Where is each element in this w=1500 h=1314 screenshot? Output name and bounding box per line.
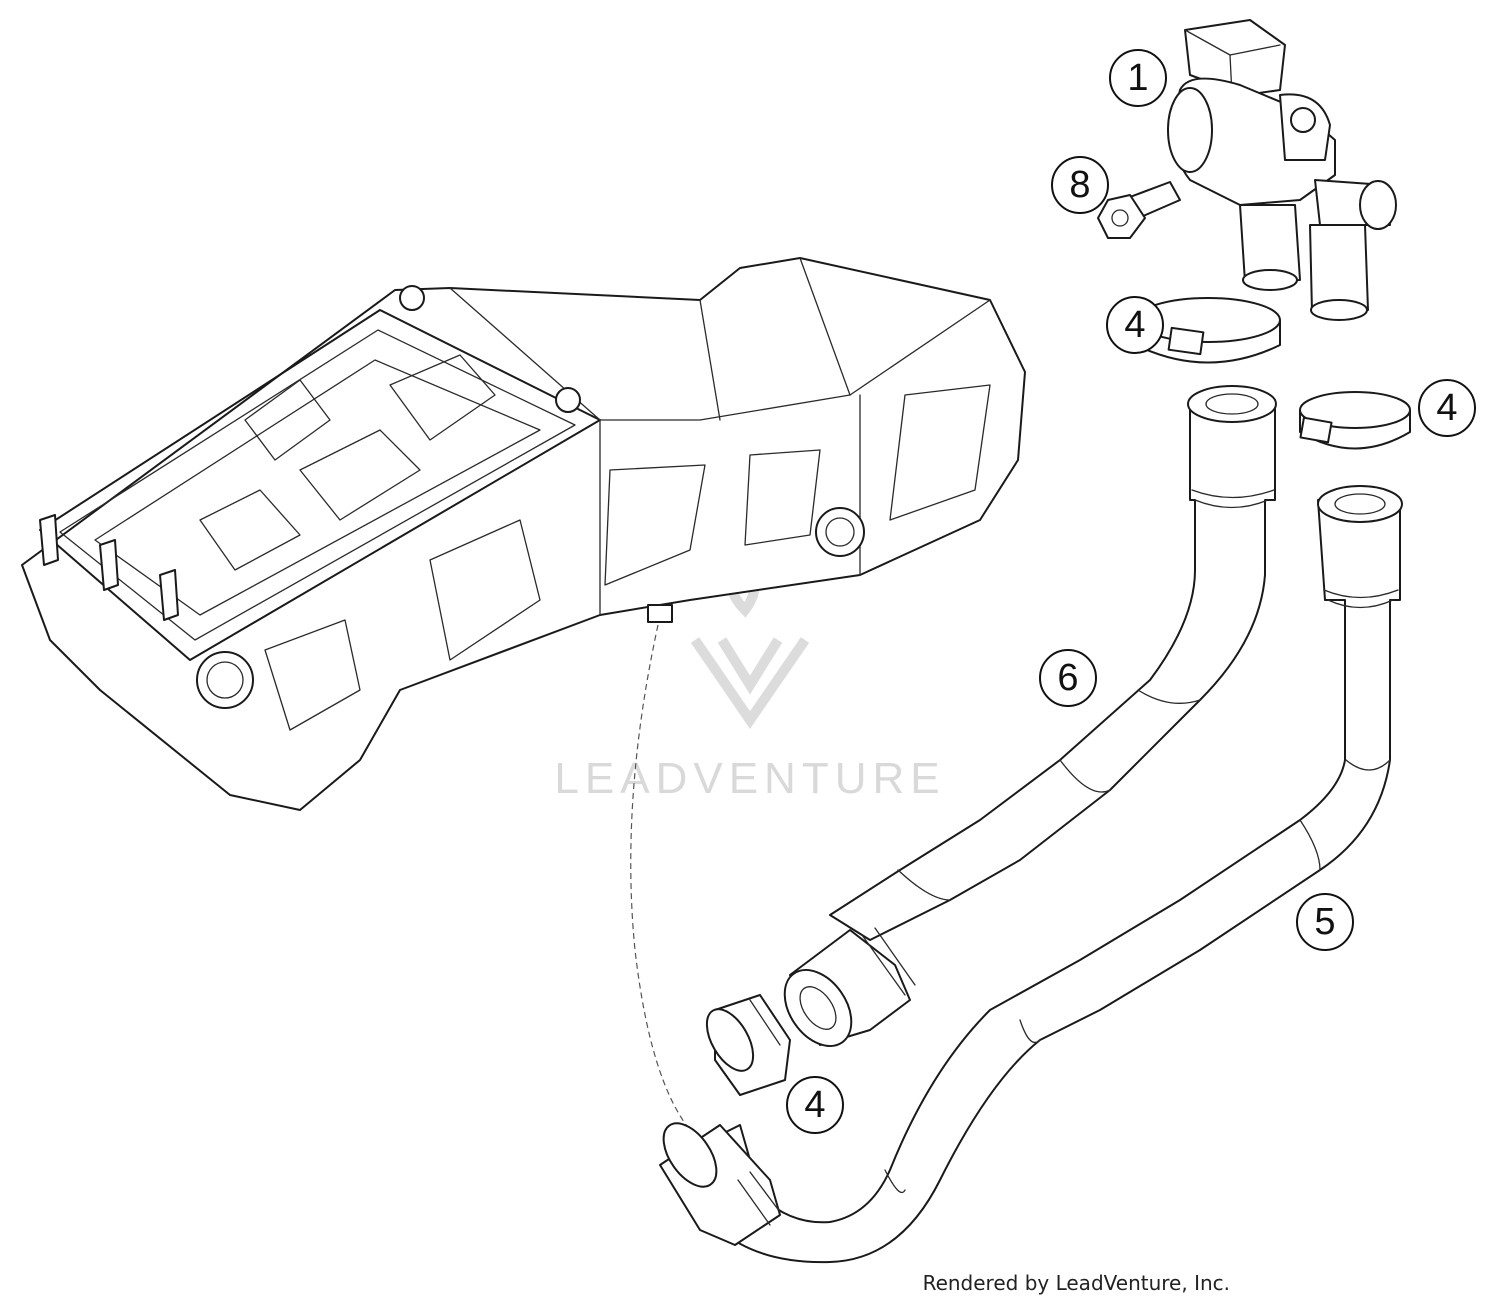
fuel-tank [21,257,1026,811]
watermark-text: LEADVENTURE [554,754,945,803]
clamp-upper [1135,297,1281,364]
svg-text:8: 8 [1069,164,1090,206]
watermark: LEADVENTURE [554,552,945,803]
svg-text:1: 1 [1127,57,1148,99]
svg-text:5: 5 [1314,901,1335,943]
svg-text:4: 4 [1124,304,1145,346]
callout-8: 8 [1051,156,1109,214]
callout-6: 6 [1039,649,1097,707]
svg-text:4: 4 [1436,387,1457,429]
hose-lower [659,485,1403,1264]
callout-4-c: 4 [786,1076,844,1134]
connection-line [630,624,691,1131]
svg-text:4: 4 [804,1084,825,1126]
callout-5: 5 [1296,893,1354,951]
callout-4-b: 4 [1418,379,1476,437]
bolt [1097,181,1181,239]
callout-1: 1 [1109,49,1167,107]
callout-4-a: 4 [1106,296,1164,354]
clamp-right [1299,391,1411,450]
valve [1167,19,1397,321]
credit-text: Rendered by LeadVenture, Inc. [923,1271,1230,1295]
hose-upper [783,385,1277,1047]
svg-text:6: 6 [1057,657,1078,699]
cap [705,994,791,1096]
